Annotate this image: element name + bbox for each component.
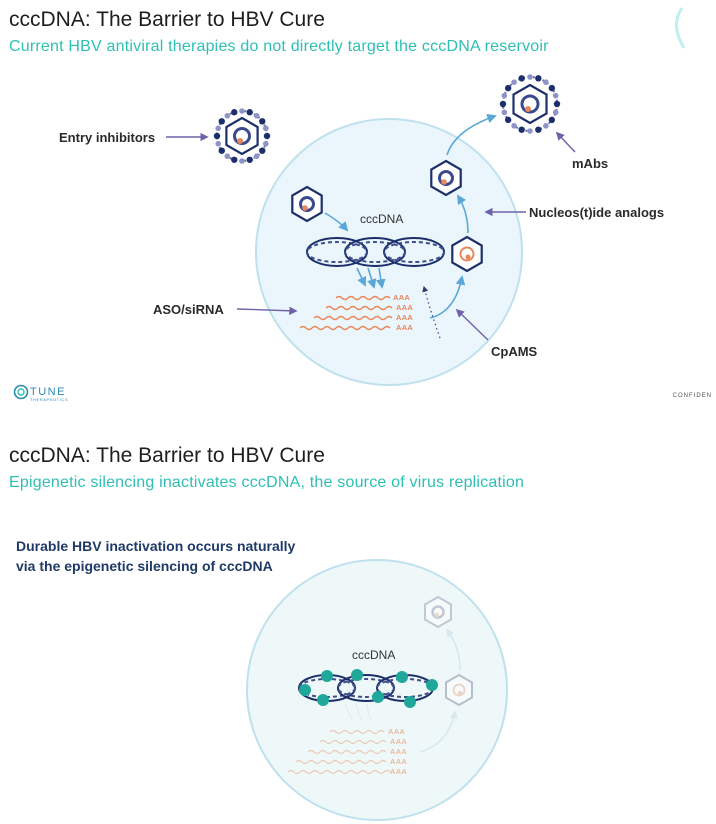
envelope-protein xyxy=(246,156,253,163)
transcription-arrows xyxy=(356,267,386,289)
arrow-dotted-assembly xyxy=(422,285,441,339)
envelope-protein xyxy=(553,100,561,108)
slide-2: cccDNA: The Barrier to HBV Cure Epigenet… xyxy=(0,432,716,824)
slide-2-subtitle: Epigenetic silencing inactivates cccDNA,… xyxy=(9,474,525,491)
cccdna-label: cccDNA xyxy=(352,648,396,662)
envelope-protein xyxy=(552,92,559,99)
polya-tail: AAA xyxy=(390,747,408,756)
envelope-protein xyxy=(239,158,245,164)
arrow-capsid-to-cccdna xyxy=(324,212,349,232)
nucleos-label: Nucleos(t)ide analogs xyxy=(529,205,665,220)
envelope-protein xyxy=(518,75,525,82)
rna-strands-faded xyxy=(287,729,391,775)
capsid-pgrna xyxy=(451,235,483,273)
capsid-incoming xyxy=(291,185,323,223)
arrow-rna-to-capsid xyxy=(429,275,466,319)
virion-entry xyxy=(213,108,271,164)
arrow-faded xyxy=(419,710,458,753)
polya-tail: AAA xyxy=(393,293,411,302)
epigenetic-marks xyxy=(299,669,438,708)
envelope-protein xyxy=(231,109,238,116)
envelope-protein xyxy=(253,153,260,160)
entry-inhibitors-label: Entry inhibitors xyxy=(59,130,156,145)
confidential-footer: CONFIDEN xyxy=(672,393,712,399)
envelope-protein xyxy=(224,153,231,160)
envelope-protein xyxy=(224,112,231,119)
slide-1-diagram xyxy=(13,7,686,400)
aso-sirna-label: ASO/siRNA xyxy=(153,302,224,317)
polya-tail: AAA xyxy=(396,303,414,312)
capsid-faded-lower xyxy=(445,673,473,707)
polya-tail: AAA xyxy=(390,737,408,746)
envelope-protein xyxy=(262,140,269,147)
envelope-protein xyxy=(543,123,549,129)
polya-tail: AAA xyxy=(390,757,408,766)
arrow-faded xyxy=(446,628,461,671)
envelope-protein xyxy=(504,84,512,92)
envelope-protein xyxy=(535,75,542,82)
arrow-aso xyxy=(236,306,298,315)
tune-logo: TUNE xyxy=(30,386,66,398)
slide-2-title: cccDNA: The Barrier to HBV Cure xyxy=(9,444,325,467)
arrow-mabs xyxy=(555,131,576,153)
virion-exit xyxy=(499,74,561,134)
envelope-protein xyxy=(499,100,507,108)
envelope-protein xyxy=(213,132,221,140)
polya-tail: AAA xyxy=(396,313,414,322)
cccdna-label: cccDNA xyxy=(360,212,404,226)
envelope-protein xyxy=(548,84,556,92)
slide-1-subtitle: Current HBV antiviral therapies do not d… xyxy=(9,38,549,55)
envelope-protein xyxy=(218,118,225,125)
envelope-protein xyxy=(511,123,517,129)
tune-logo-sub: THERAPEUTICS xyxy=(30,397,69,402)
envelope-protein xyxy=(518,126,525,133)
envelope-protein xyxy=(527,74,533,80)
envelope-protein xyxy=(504,116,512,124)
envelope-protein xyxy=(501,92,508,99)
envelope-protein xyxy=(259,118,266,125)
envelope-protein xyxy=(246,109,253,116)
arrow-pgrna-to-mature xyxy=(456,194,469,234)
transcription-arrows-faded xyxy=(344,703,371,721)
slide-2-description: Durable HBV inactivation occurs naturall… xyxy=(16,538,296,574)
envelope-protein xyxy=(253,112,260,119)
capsid-mature xyxy=(430,159,462,197)
envelope-protein xyxy=(501,109,508,116)
slide-1-title: cccDNA: The Barrier to HBV Cure xyxy=(9,8,325,31)
polya-tail: AAA xyxy=(396,323,414,332)
polya-tail: AAA xyxy=(388,727,406,736)
tune-logo-icon xyxy=(13,384,29,400)
cccdna-helix xyxy=(306,237,445,267)
envelope-protein xyxy=(552,109,559,116)
envelope-protein xyxy=(548,116,556,124)
envelope-protein xyxy=(543,79,549,85)
arrow-mature-to-exit xyxy=(446,114,497,156)
envelope-protein xyxy=(215,125,222,132)
arrow-cpams xyxy=(455,308,489,341)
polya-tail: AAA xyxy=(390,767,408,776)
capsid-faded-upper xyxy=(424,595,452,629)
envelope-protein xyxy=(259,147,266,154)
envelope-protein xyxy=(231,156,238,163)
envelope-protein xyxy=(527,128,533,134)
slide-2-diagram xyxy=(246,559,508,821)
envelope-protein xyxy=(218,147,225,154)
envelope-protein xyxy=(263,132,271,140)
cpams-label: CpAMS xyxy=(491,344,538,359)
envelope-protein xyxy=(262,125,269,132)
envelope-protein xyxy=(239,108,245,114)
envelope-protein xyxy=(511,79,517,85)
corner-decoration xyxy=(675,7,686,49)
envelope-protein xyxy=(535,126,542,133)
slide-1: cccDNA: The Barrier to HBV Cure Current … xyxy=(0,0,716,410)
envelope-protein xyxy=(215,140,222,147)
rna-strands xyxy=(299,295,393,331)
mabs-label: mAbs xyxy=(572,156,609,171)
